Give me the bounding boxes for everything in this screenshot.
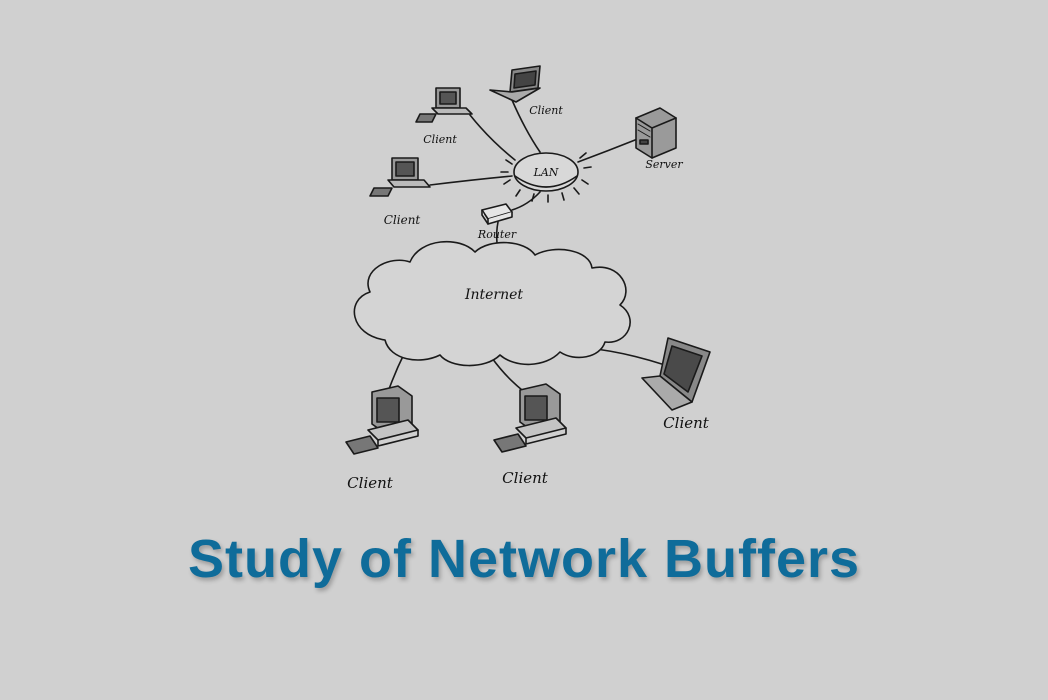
link-lan-router [511, 191, 541, 211]
router-icon [481, 203, 513, 225]
client-label-top-left: Client [423, 133, 457, 146]
client-label-top-right: Client [529, 104, 563, 117]
server-label: Server [645, 158, 683, 171]
computer-icon-top-left [415, 87, 473, 123]
server-icon [635, 107, 677, 159]
client-label-mid-left: Client [384, 213, 421, 227]
lan-hub [500, 152, 592, 203]
link-lan-client-top-right [511, 99, 541, 153]
link-router-internet [495, 221, 499, 244]
computer-icon-bottom-mid [493, 383, 567, 453]
link-lan-server [577, 137, 641, 163]
link-internet-client-bottom-mid [491, 357, 523, 391]
client-label-bottom-left: Client [347, 474, 394, 492]
computer-icon-bottom-left [345, 385, 419, 455]
page-title: Study of Network Buffers [187, 529, 861, 589]
internet-cloud [353, 240, 631, 367]
client-label-bottom-right: Client [663, 414, 710, 432]
client-label-bottom-mid: Client [502, 469, 549, 487]
computer-icon-mid-left [369, 157, 431, 197]
internet-label: Internet [464, 287, 523, 303]
link-lan-client-top-left [469, 114, 516, 161]
router-label: Router [477, 228, 517, 241]
lan-label: LAN [533, 166, 559, 179]
link-lan-client-mid-left [429, 175, 513, 186]
laptop-icon-top-right [489, 65, 541, 103]
laptop-icon-bottom-right [641, 337, 711, 411]
